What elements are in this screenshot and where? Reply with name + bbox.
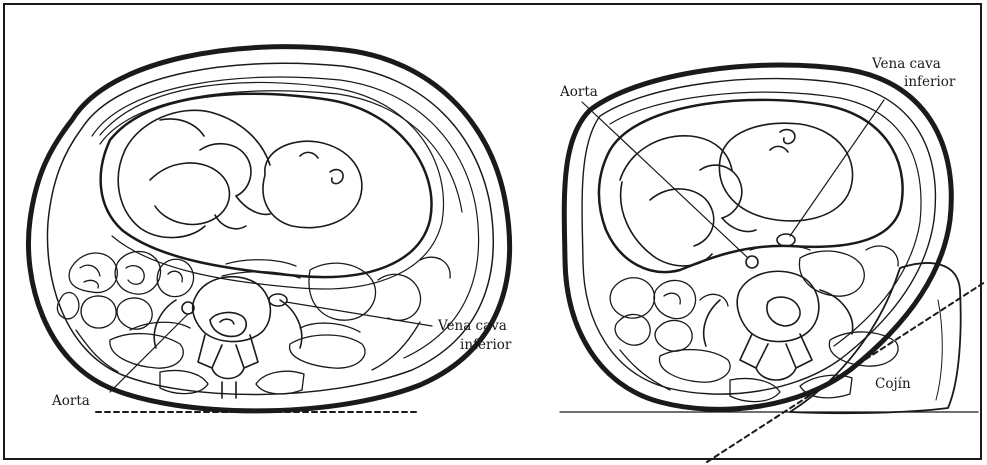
right-vena-cava-label-line1: Vena cava <box>871 56 941 72</box>
right-panel-tilted <box>560 65 985 462</box>
left-spine <box>154 277 302 398</box>
right-fetus <box>620 123 853 266</box>
left-aorta-label: Aorta <box>51 393 90 409</box>
left-fetus <box>118 110 362 237</box>
left-vena-cava-vessel <box>269 294 287 306</box>
right-uterus <box>599 100 903 272</box>
right-aorta-label: Aorta <box>559 84 598 100</box>
left-vena-cava-label-line1: Vena cava <box>437 318 507 334</box>
left-vena-cava-leader <box>286 302 432 326</box>
left-panel-supine <box>28 47 509 412</box>
right-vena-cava-label-line2: inferior <box>904 74 956 90</box>
left-vena-cava-label-line2: inferior <box>460 337 512 353</box>
right-vena-cava-vessel <box>777 234 795 246</box>
left-aorta-leader <box>110 314 188 392</box>
left-uterus <box>101 94 432 277</box>
right-cushion-label: Cojín <box>875 376 911 392</box>
right-vena-cava-leader <box>790 100 884 236</box>
right-spine <box>704 271 853 380</box>
